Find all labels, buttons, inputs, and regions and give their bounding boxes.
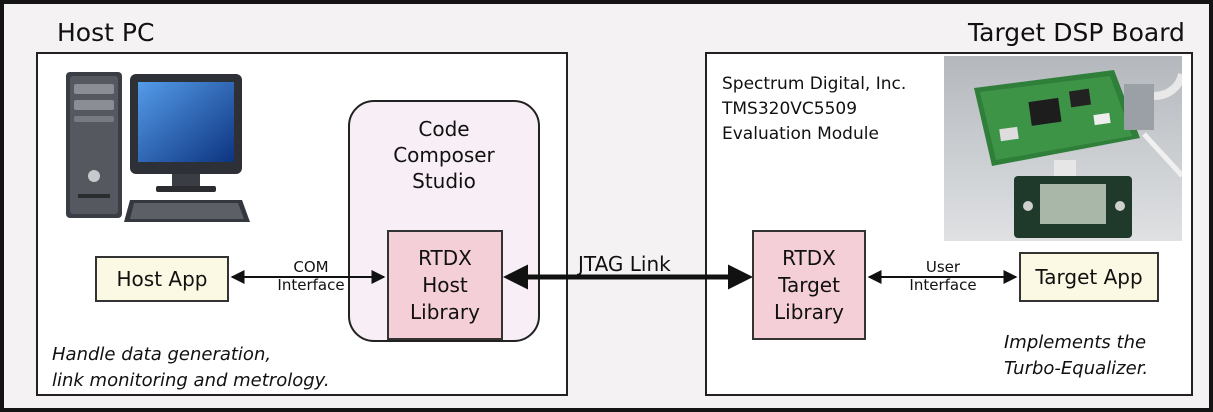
rtdx-host-library-box: RTDX Host Library [387, 230, 503, 340]
host-pc-title: Host PC [57, 18, 155, 47]
host-note: Handle data generation, link monitoring … [52, 344, 330, 391]
rtdx-target-library-box: RTDX Target Library [752, 230, 866, 340]
target-board-title: Target DSP Board [968, 18, 1185, 47]
target-note: Implements the Turbo-Equalizer. [1004, 332, 1149, 379]
target-app-box: Target App [1019, 252, 1159, 302]
dsp-board-photo [944, 56, 1182, 241]
desktop-computer-icon [66, 72, 250, 222]
code-composer-studio-label: Code Composer Studio [393, 117, 495, 193]
board-spec-text: Spectrum Digital, Inc. TMS320VC5509 Eval… [722, 74, 907, 144]
host-app-box: Host App [95, 256, 229, 302]
